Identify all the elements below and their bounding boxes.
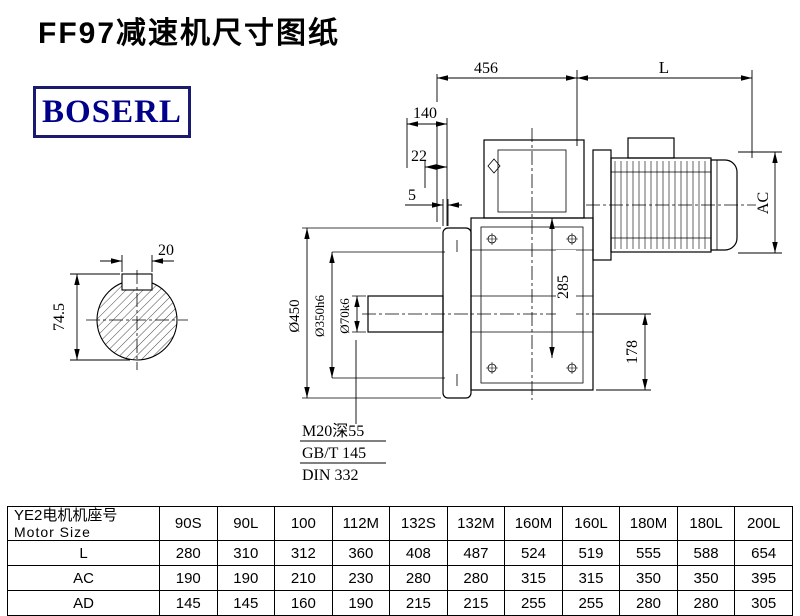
dim-178-label: 178 bbox=[624, 340, 641, 364]
cell: 519 bbox=[561, 540, 621, 567]
dia-spigot-label: Ø350h6 bbox=[312, 295, 327, 337]
cell: 145 bbox=[159, 590, 218, 616]
cell: 190 bbox=[331, 590, 391, 616]
table-header-row: YE2电机机座号 Motor Size 90S 90L 100 112M 132… bbox=[7, 505, 793, 542]
col-header-160m: 160M bbox=[504, 505, 563, 542]
cell: 280 bbox=[159, 540, 218, 567]
cell: 215 bbox=[446, 590, 506, 616]
motor-size-table: YE2电机机座号 Motor Size 90S 90L 100 112M 132… bbox=[7, 505, 793, 616]
table-row-AC: AC 190 190 210 230 280 280 315 315 350 3… bbox=[7, 565, 793, 592]
col-header-132m: 132M bbox=[446, 505, 506, 542]
cell: 654 bbox=[734, 540, 793, 567]
motor-size-header: YE2电机机座号 Motor Size bbox=[7, 505, 160, 542]
cell: 350 bbox=[619, 565, 678, 592]
dim-5-label: 5 bbox=[408, 187, 416, 204]
cell: 160 bbox=[274, 590, 333, 616]
cell: 280 bbox=[619, 590, 678, 616]
cell: 315 bbox=[504, 565, 563, 592]
cell: 350 bbox=[676, 565, 736, 592]
cell: 145 bbox=[216, 590, 276, 616]
brand-logo-text: BOSERL bbox=[42, 93, 182, 130]
cell: 190 bbox=[159, 565, 218, 592]
oil-plug-diamond bbox=[487, 158, 501, 174]
key-height-label: 74.5 bbox=[51, 303, 68, 331]
row-label-AD: AD bbox=[7, 590, 160, 616]
shaft-end-notes: M20深55 GB/T 145 DIN 332 bbox=[302, 422, 366, 484]
cell: 310 bbox=[216, 540, 276, 567]
table-row-AD: AD 145 145 160 190 215 215 255 255 280 2… bbox=[7, 590, 793, 616]
col-header-180l: 180L bbox=[676, 505, 736, 542]
dim-285-label: 285 bbox=[555, 275, 572, 299]
col-header-112m: 112M bbox=[331, 505, 391, 542]
cell: 230 bbox=[331, 565, 391, 592]
cell: 215 bbox=[389, 590, 448, 616]
note-din: DIN 332 bbox=[302, 467, 358, 484]
cell: 280 bbox=[446, 565, 506, 592]
col-header-132s: 132S bbox=[389, 505, 448, 542]
fan-cover bbox=[710, 159, 738, 251]
cell: 280 bbox=[676, 590, 736, 616]
bolt-cross-marks bbox=[486, 233, 578, 374]
col-header-100: 100 bbox=[274, 505, 333, 542]
dim-L-label: L bbox=[659, 58, 669, 77]
dimension-drawing: 456 L 140 22 5 AC 285 178 Ø450 Ø350h6 Ø7… bbox=[51, 58, 782, 484]
main-view bbox=[367, 137, 738, 399]
dimension-labels: 456 L 140 22 5 AC 285 178 Ø450 Ø350h6 Ø7… bbox=[51, 58, 772, 364]
cell: 190 bbox=[216, 565, 276, 592]
cell: 255 bbox=[561, 590, 621, 616]
dia-shaft-label: Ø70k6 bbox=[337, 298, 352, 334]
key-width-label: 20 bbox=[158, 242, 174, 259]
motor bbox=[592, 137, 738, 261]
brand-logo: BOSERL bbox=[33, 86, 191, 138]
col-header-90l: 90L bbox=[216, 505, 276, 542]
note-gbt: GB/T 145 bbox=[302, 445, 366, 462]
dim-22-label: 22 bbox=[411, 148, 427, 165]
dia-flange-label: Ø450 bbox=[287, 299, 303, 332]
cell: 210 bbox=[274, 565, 333, 592]
cell: 360 bbox=[331, 540, 391, 567]
dim-AC-label: AC bbox=[755, 192, 772, 214]
cell: 280 bbox=[389, 565, 448, 592]
cell: 588 bbox=[676, 540, 736, 567]
dim-140-label: 140 bbox=[413, 105, 437, 122]
cell: 315 bbox=[561, 565, 621, 592]
col-header-180m: 180M bbox=[619, 505, 678, 542]
cell: 255 bbox=[504, 590, 563, 616]
motor-size-header-cn: YE2电机机座号 bbox=[14, 507, 118, 524]
centerlines bbox=[86, 128, 756, 400]
cell: 312 bbox=[274, 540, 333, 567]
cell: 524 bbox=[504, 540, 563, 567]
note-tap-hole: M20深55 bbox=[302, 422, 364, 440]
cell: 395 bbox=[734, 565, 793, 592]
motor-size-header-en: Motor Size bbox=[14, 524, 91, 541]
dimension-lines bbox=[70, 70, 782, 464]
col-header-90s: 90S bbox=[159, 505, 218, 542]
cell: 555 bbox=[619, 540, 678, 567]
row-label-L: L bbox=[7, 540, 160, 567]
mounting-flange bbox=[442, 227, 472, 399]
row-label-AC: AC bbox=[7, 565, 160, 592]
cell: 408 bbox=[389, 540, 448, 567]
col-header-200l: 200L bbox=[734, 505, 793, 542]
col-header-160l: 160L bbox=[561, 505, 621, 542]
cell: 487 bbox=[446, 540, 506, 567]
page-title: FF97减速机尺寸图纸 bbox=[38, 17, 341, 50]
dim-456-label: 456 bbox=[474, 60, 498, 77]
terminal-box bbox=[627, 137, 675, 159]
cell: 305 bbox=[734, 590, 793, 616]
table-row-L: L 280 310 312 360 408 487 524 519 555 58… bbox=[7, 540, 793, 567]
